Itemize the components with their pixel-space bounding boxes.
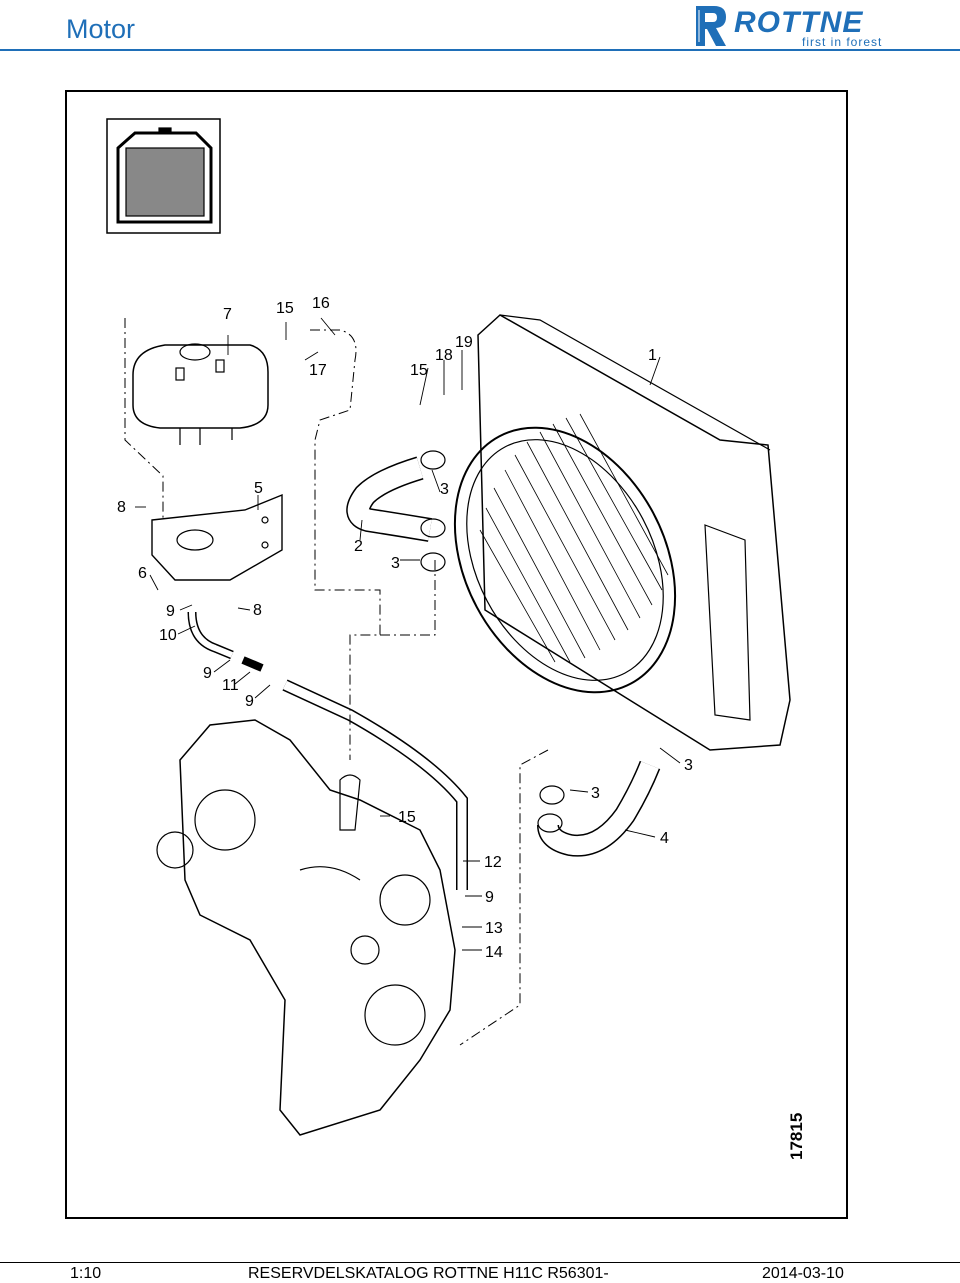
callout-1: 1 — [648, 347, 657, 364]
logo-wordmark: ROTTNE — [734, 6, 864, 39]
callout-9: 9 — [245, 693, 254, 710]
radiator — [453, 314, 791, 751]
callout-3: 3 — [391, 555, 400, 572]
tank-bracket — [151, 493, 283, 581]
callout-16: 16 — [312, 295, 330, 312]
callout-7: 7 — [223, 306, 232, 323]
callout-17: 17 — [309, 362, 327, 379]
callout-9: 9 — [203, 665, 212, 682]
callout-8: 8 — [117, 499, 126, 516]
callout-3: 3 — [591, 785, 600, 802]
rottne-logo: ROTTNE first in forest — [692, 2, 922, 49]
engine-block — [156, 719, 456, 1136]
filter-symbol-icon — [106, 118, 221, 234]
callout-4: 4 — [660, 830, 669, 847]
callout-15: 15 — [398, 809, 416, 826]
drawing-number: 17815 — [787, 1113, 806, 1160]
callout-14: 14 — [485, 944, 503, 961]
callout-8: 8 — [253, 602, 262, 619]
expansion-tank — [132, 343, 269, 445]
page-title: Motor — [66, 14, 136, 44]
callout-2: 2 — [354, 538, 363, 555]
callout-3: 3 — [440, 481, 449, 498]
footer-scale: 1:10 — [70, 1265, 102, 1282]
logo-tagline: first in forest — [802, 35, 883, 49]
callout-9: 9 — [485, 889, 494, 906]
callout-12: 12 — [484, 854, 502, 871]
header-divider — [0, 49, 960, 51]
callout-numbers: 7 15 16 17 15 18 19 1 8 5 3 2 3 6 9 8 10… — [117, 295, 806, 1160]
callout-15: 15 — [276, 300, 294, 317]
footer-divider — [0, 1262, 960, 1263]
rottne-r-icon — [696, 6, 726, 46]
callout-15: 15 — [410, 362, 428, 379]
callout-13: 13 — [485, 920, 503, 937]
drawing-frame — [65, 90, 848, 1219]
callout-6: 6 — [138, 565, 147, 582]
callout-10: 10 — [159, 627, 177, 644]
footer-catalog: RESERVDELSKATALOG ROTTNE H11C R56301- — [248, 1265, 609, 1282]
callout-11: 11 — [222, 677, 239, 694]
callout-18: 18 — [435, 347, 453, 364]
callout-19: 19 — [455, 334, 473, 351]
callout-9: 9 — [166, 603, 175, 620]
callout-3: 3 — [684, 757, 693, 774]
page-header: Motor ROTTNE first in forest — [0, 0, 960, 52]
callout-5: 5 — [254, 480, 263, 497]
footer-date: 2014-03-10 — [762, 1265, 844, 1282]
